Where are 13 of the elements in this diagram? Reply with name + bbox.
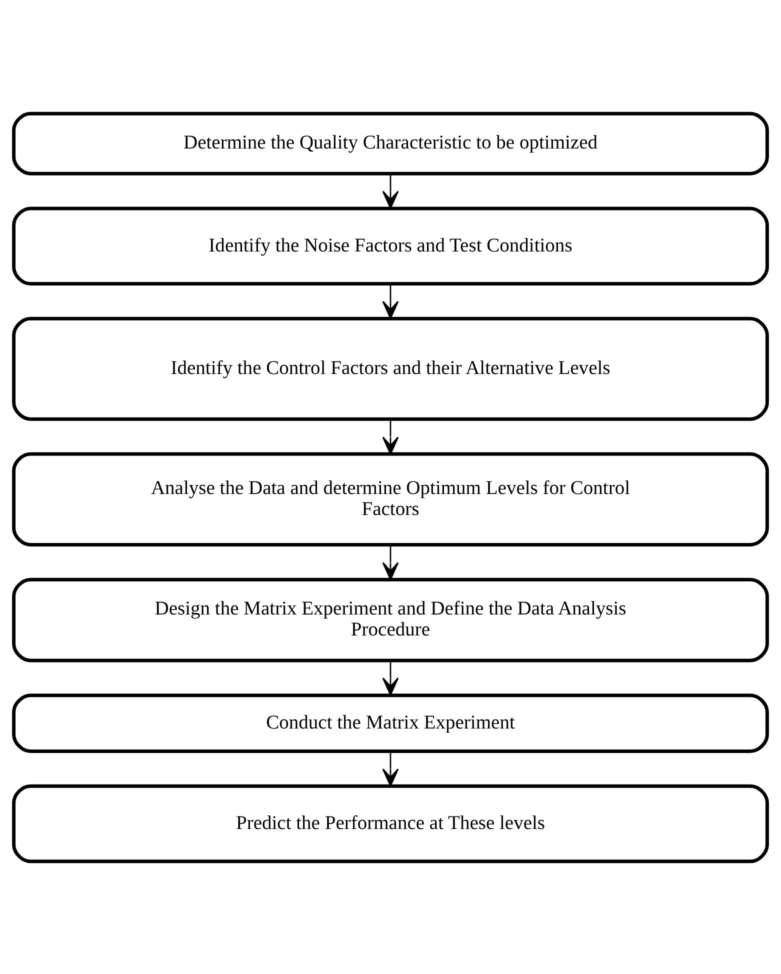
node-box: Determine the Quality Characteristic to be optimized xyxy=(12,111,769,175)
arrow xyxy=(382,418,399,454)
node-box: Identify the Noise Factors and Test Conditions xyxy=(12,206,769,286)
arrow xyxy=(382,750,399,786)
arrow xyxy=(382,173,399,208)
node-box: Identify the Control Factors and their Alternative Levels xyxy=(12,316,769,420)
arrow xyxy=(382,284,399,318)
node-box: Conduct the Matrix Experiment xyxy=(12,693,769,752)
arrow xyxy=(382,544,399,580)
arrow xyxy=(382,660,399,696)
node-box: Design the Matrix Experiment and Define the Data Analysis Procedure xyxy=(12,577,769,662)
node-box: Analyse the Data and determine Optimum Levels for Control Factors xyxy=(12,452,769,546)
node-box: Predict the Performance at These levels xyxy=(12,784,769,863)
